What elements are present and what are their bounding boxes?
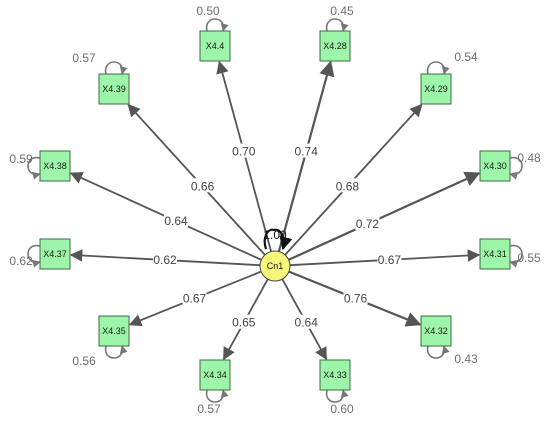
residual-loop bbox=[27, 156, 41, 180]
indicator-node[interactable]: X4.28 bbox=[319, 30, 351, 62]
residual-label: 0.62 bbox=[9, 254, 33, 268]
loading-label: 0.76 bbox=[344, 292, 368, 306]
loading-label: 0.67 bbox=[183, 292, 207, 306]
indicator-box bbox=[319, 30, 351, 62]
indicator-box bbox=[479, 238, 511, 270]
loading-edge bbox=[288, 171, 481, 261]
loading-label: 0.66 bbox=[191, 179, 215, 193]
loading-label-bg bbox=[355, 216, 380, 230]
indicator-label: X4.31 bbox=[483, 249, 507, 259]
residual-label: 0.48 bbox=[517, 151, 541, 165]
residual-label: 0.56 bbox=[72, 354, 96, 368]
residual-label: 0.43 bbox=[454, 352, 478, 366]
residual-label: 0.57 bbox=[72, 51, 96, 65]
loading-label-bg bbox=[231, 143, 256, 158]
indicator-box bbox=[420, 315, 452, 347]
loading-label-bg bbox=[164, 213, 188, 227]
indicator-box bbox=[98, 73, 130, 105]
loading-label: 0.72 bbox=[356, 217, 380, 231]
residual-label: 0.55 bbox=[517, 251, 541, 265]
indicator-node[interactable]: X4.4 bbox=[199, 30, 231, 62]
indicator-label: X4.4 bbox=[206, 41, 225, 51]
indicator-label: X4.38 bbox=[43, 161, 67, 171]
indicator-label: X4.33 bbox=[323, 370, 347, 380]
latent-variance-label: 1.00 bbox=[263, 228, 287, 242]
loading-label-bg bbox=[343, 290, 368, 305]
indicator-label: X4.35 bbox=[102, 326, 126, 336]
residual-label: 0.45 bbox=[330, 4, 354, 18]
latent-circle bbox=[259, 250, 291, 282]
indicator-box bbox=[199, 359, 231, 391]
indicator-box bbox=[420, 73, 452, 105]
indicator-box bbox=[98, 315, 130, 347]
loading-label-bg bbox=[190, 178, 215, 193]
loading-label: 0.64 bbox=[164, 214, 188, 228]
residual-arrows: 0.50 0.45 0.54 0.48 0.55 0.43 0.60 0.57 0.56 0.62… bbox=[9, 4, 541, 416]
indicator-label: X4.30 bbox=[483, 161, 507, 171]
loading-label: 0.65 bbox=[232, 316, 256, 330]
residual-loop bbox=[325, 18, 349, 32]
residual-label: 0.54 bbox=[454, 50, 478, 64]
loading-label: 0.74 bbox=[295, 145, 319, 159]
indicator-node[interactable]: X4.33 bbox=[319, 359, 351, 391]
loading-labels: 0.70 0.74 0.68 0.72 0.67 0.76 0.64 0.65 0.67 0.62… bbox=[153, 143, 402, 330]
loading-edges bbox=[69, 60, 481, 361]
indicator-box bbox=[319, 359, 351, 391]
residual-loop bbox=[509, 156, 523, 180]
indicator-node[interactable]: X4.29 bbox=[420, 73, 452, 105]
residual-loop bbox=[205, 389, 229, 403]
residual-loop bbox=[509, 244, 523, 268]
indicator-node[interactable]: X4.30 bbox=[479, 150, 511, 182]
indicator-label: X4.32 bbox=[424, 326, 448, 336]
loading-label: 0.67 bbox=[378, 253, 402, 267]
loading-label-bg bbox=[231, 314, 256, 329]
residual-loop bbox=[205, 18, 229, 32]
residual-label: 0.57 bbox=[197, 402, 221, 416]
indicator-label: X4.28 bbox=[323, 41, 347, 51]
loading-label-bg bbox=[294, 143, 319, 158]
indicator-node[interactable]: X4.39 bbox=[98, 73, 130, 105]
residual-loop bbox=[104, 345, 128, 359]
loading-label: 0.62 bbox=[153, 253, 177, 267]
residual-label: 0.50 bbox=[196, 4, 220, 18]
indicator-box bbox=[39, 238, 71, 270]
indicator-node[interactable]: X4.37 bbox=[39, 238, 71, 270]
indicator-box bbox=[199, 30, 231, 62]
indicator-label: X4.34 bbox=[203, 370, 227, 380]
indicator-node[interactable]: X4.32 bbox=[420, 315, 452, 347]
loading-label-bg bbox=[377, 251, 402, 266]
loading-label: 0.64 bbox=[295, 316, 319, 330]
indicator-node[interactable]: X4.38 bbox=[39, 150, 71, 182]
residual-loop bbox=[426, 61, 450, 75]
indicator-label: X4.29 bbox=[424, 84, 448, 94]
indicator-label: X4.37 bbox=[43, 249, 67, 259]
residual-label: 0.60 bbox=[330, 402, 354, 416]
loading-label-bg bbox=[182, 290, 207, 305]
indicator-label: X4.39 bbox=[102, 84, 126, 94]
loading-label-bg bbox=[294, 314, 319, 329]
loading-label: 0.68 bbox=[336, 179, 360, 193]
residual-loop bbox=[426, 345, 450, 359]
residual-label: 0.59 bbox=[9, 152, 33, 166]
loading-label: 0.70 bbox=[232, 145, 256, 159]
latent-label: Cn1 bbox=[267, 261, 284, 271]
residual-loop bbox=[27, 244, 41, 268]
residual-loop bbox=[325, 389, 349, 403]
residual-loop bbox=[104, 61, 128, 75]
latent-node[interactable]: Cn1 bbox=[259, 250, 291, 282]
loading-label-bg bbox=[153, 252, 177, 266]
indicator-node[interactable]: X4.31 bbox=[479, 238, 511, 270]
indicator-box bbox=[39, 150, 71, 182]
indicator-node[interactable]: X4.35 bbox=[98, 315, 130, 347]
indicator-node[interactable]: X4.34 bbox=[199, 359, 231, 391]
indicator-box bbox=[479, 150, 511, 182]
latent-variance-loop: 1.00 bbox=[263, 228, 293, 251]
loading-label-bg bbox=[335, 178, 360, 193]
